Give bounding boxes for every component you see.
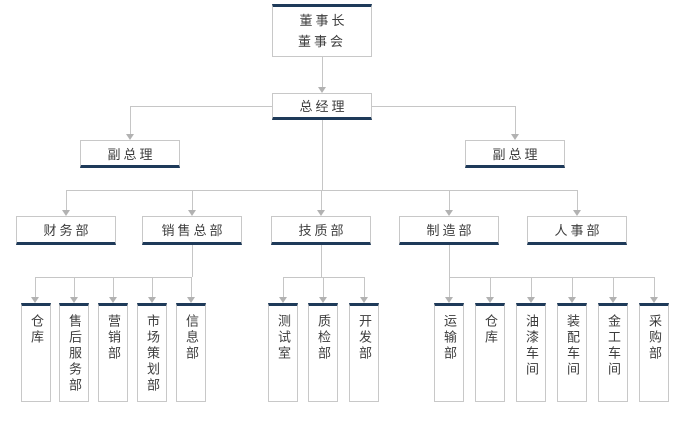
connector-line	[74, 277, 75, 297]
arrow-down-icon	[62, 210, 70, 216]
node-market-planning: 市场策划部	[137, 303, 167, 402]
connector-line	[192, 245, 193, 277]
node-paint-workshop: 油漆车间	[516, 303, 546, 402]
connector-line	[449, 277, 654, 278]
connector-line	[572, 277, 573, 297]
node-transport: 运输部	[434, 303, 464, 402]
connector-line	[322, 120, 323, 190]
connector-line	[531, 277, 532, 297]
arrow-down-icon	[317, 210, 325, 216]
node-test-room: 测试室	[268, 303, 298, 402]
arrow-down-icon	[445, 297, 453, 303]
node-general-manager: 总经理	[272, 93, 372, 120]
arrow-down-icon	[609, 297, 617, 303]
node-board: 董事长 董事会	[272, 4, 372, 57]
connector-line	[35, 277, 36, 297]
connector-line	[654, 277, 655, 297]
connector-line	[449, 245, 450, 277]
connector-line	[192, 190, 193, 210]
node-warehouse-mfg: 仓库	[475, 303, 505, 402]
connector-line	[613, 277, 614, 297]
node-development: 开发部	[349, 303, 379, 402]
arrow-down-icon	[650, 297, 658, 303]
node-metalwork-workshop: 金工车间	[598, 303, 628, 402]
node-hr: 人事部	[527, 216, 627, 245]
connector-line	[372, 106, 515, 107]
arrow-down-icon	[126, 134, 134, 140]
arrow-down-icon	[511, 134, 519, 140]
arrow-down-icon	[31, 297, 39, 303]
connector-line	[130, 106, 272, 107]
node-after-sales-service: 售后服务部	[59, 303, 89, 402]
arrow-down-icon	[527, 297, 535, 303]
node-tech-quality: 技质部	[271, 216, 371, 245]
connector-line	[191, 277, 192, 297]
arrow-down-icon	[573, 210, 581, 216]
connector-line	[152, 277, 153, 297]
connector-line	[449, 190, 450, 210]
node-assembly-workshop: 装配车间	[557, 303, 587, 402]
arrow-down-icon	[188, 210, 196, 216]
connector-line	[113, 277, 114, 297]
arrow-down-icon	[70, 297, 78, 303]
node-finance: 财务部	[16, 216, 116, 245]
arrow-down-icon	[279, 297, 287, 303]
node-vp-left: 副总理	[80, 140, 180, 168]
node-manufacturing: 制造部	[399, 216, 499, 245]
connector-line	[321, 245, 322, 277]
node-sales-hq: 销售总部	[142, 216, 242, 245]
connector-line	[130, 106, 131, 134]
connector-line	[577, 190, 578, 210]
connector-line	[322, 57, 323, 87]
connector-line	[449, 277, 450, 297]
connector-line	[515, 106, 516, 134]
connector-line	[321, 190, 322, 210]
arrow-down-icon	[187, 297, 195, 303]
connector-line	[323, 277, 324, 297]
connector-line	[66, 190, 67, 210]
arrow-down-icon	[360, 297, 368, 303]
arrow-down-icon	[319, 297, 327, 303]
arrow-down-icon	[445, 210, 453, 216]
connector-line	[283, 277, 284, 297]
node-marketing: 营销部	[98, 303, 128, 402]
connector-line	[490, 277, 491, 297]
node-quality-inspection: 质检部	[308, 303, 338, 402]
connector-line	[364, 277, 365, 297]
arrow-down-icon	[109, 297, 117, 303]
arrow-down-icon	[568, 297, 576, 303]
node-information: 信息部	[176, 303, 206, 402]
node-vp-right: 副总理	[465, 140, 565, 168]
arrow-down-icon	[318, 87, 326, 93]
node-warehouse-sales: 仓库	[21, 303, 51, 402]
node-purchasing: 采购部	[639, 303, 669, 402]
arrow-down-icon	[486, 297, 494, 303]
arrow-down-icon	[148, 297, 156, 303]
